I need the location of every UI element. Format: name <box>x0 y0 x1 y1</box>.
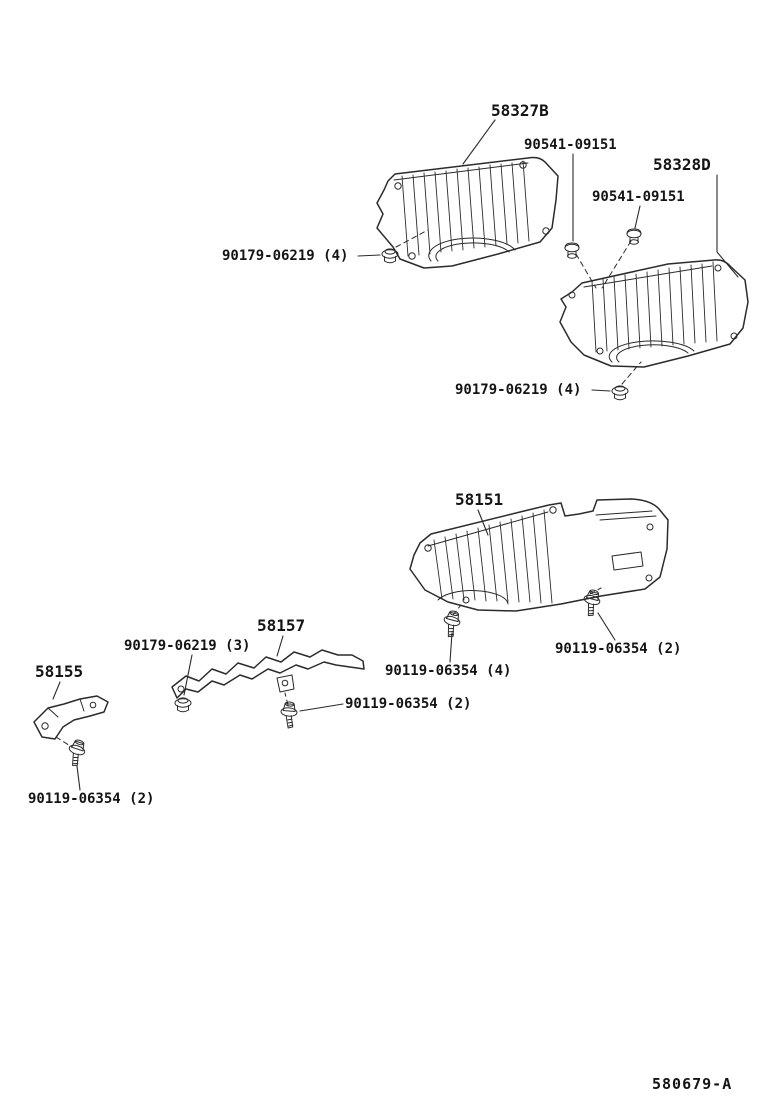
grommet-90541-09151-top <box>564 242 580 259</box>
clipnut-90179-06219-right <box>611 385 629 401</box>
grommet-90541-09151-right <box>626 228 642 245</box>
bolt-90119-06354-mid <box>280 701 298 729</box>
part-label-90179-06219-3: 90179-06219 (3) <box>124 638 251 654</box>
part-label-90119-06354-4: 90119-06354 (4) <box>385 663 512 679</box>
bolt-90119-06354-center <box>443 610 461 638</box>
part-label-58151: 58151 <box>455 490 504 509</box>
drawing-number: 580679-A <box>652 1075 733 1093</box>
part-label-90119-06354-2-left: 90119-06354 (2) <box>28 791 155 807</box>
part-label-58157: 58157 <box>257 616 306 635</box>
part-label-58328d: 58328D <box>653 155 711 174</box>
clipnut-90179-06219-bottom <box>174 697 192 713</box>
part-label-90179-06219-4-right: 90179-06219 (4) <box>455 382 582 398</box>
part-label-58155: 58155 <box>35 662 84 681</box>
heat-shield-58328d-drawing <box>559 259 749 368</box>
part-label-90179-06219-4-left: 90179-06219 (4) <box>222 248 349 264</box>
leader-lines <box>52 119 739 791</box>
assembly-dashed-lines <box>55 229 642 748</box>
bolt-90119-06354-left <box>68 739 86 766</box>
heat-shield-58151-drawing <box>409 498 669 612</box>
part-label-90119-06354-2-right: 90119-06354 (2) <box>555 641 682 657</box>
heat-shield-58327b-drawing <box>376 156 559 269</box>
part-label-58327b: 58327B <box>491 101 549 120</box>
bolt-90119-06354-right <box>583 589 601 617</box>
clipnut-90179-06219-left <box>381 248 399 264</box>
part-label-90541-09151-right: 90541-09151 <box>592 189 685 205</box>
bracket-58157-drawing <box>171 649 365 699</box>
bracket-58155-drawing <box>33 695 109 740</box>
part-label-90541-09151-top: 90541-09151 <box>524 137 617 153</box>
part-label-90119-06354-2-mid: 90119-06354 (2) <box>345 696 472 712</box>
